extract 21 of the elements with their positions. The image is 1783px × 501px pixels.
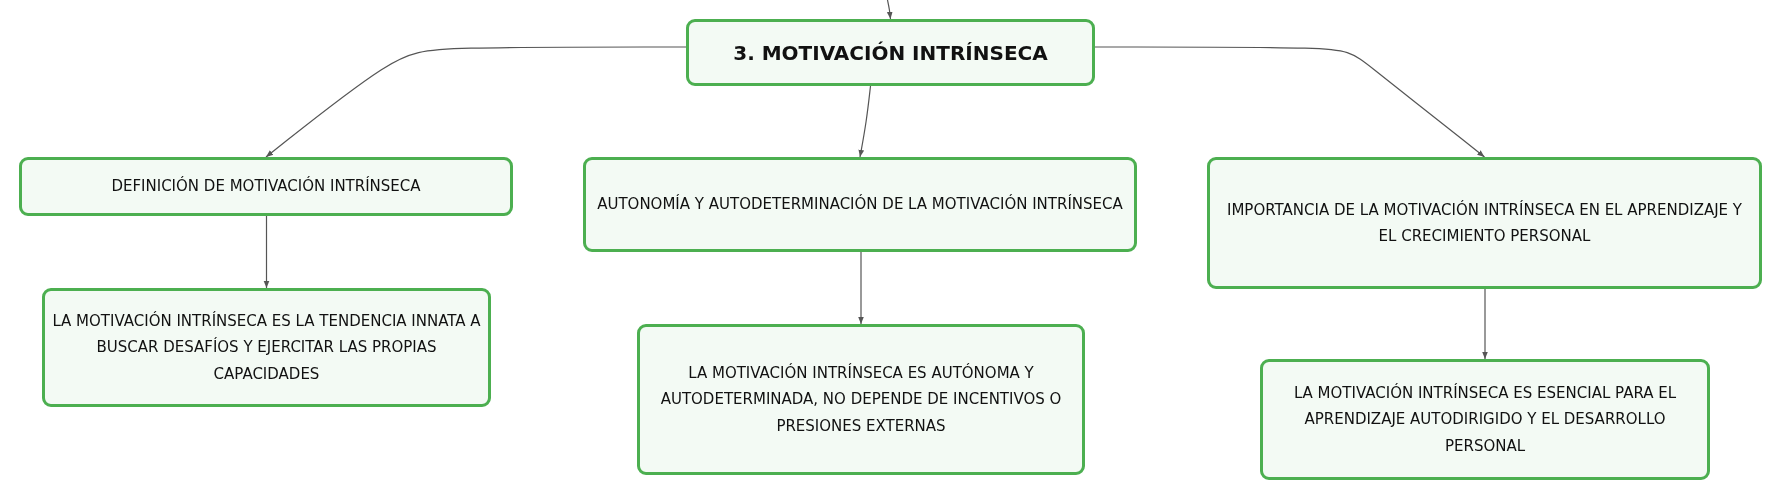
concept-box (42, 288, 491, 407)
connector-arrow (1094, 46, 1486, 158)
connector-arrow (858, 85, 872, 158)
node-text: LA MOTIVACIÓN INTRÍNSECA ES LA TENDENCIA INNATA A BUSCAR DESAFÍOS Y EJERCITAR LAS PROPIAS CAPACIDADES (51, 310, 482, 385)
connector-arrow (265, 46, 687, 158)
node-text: AUTONOMÍA Y AUTODETERMINACIÓN DE LA MOTIVACIÓN INTRÍNSECA (597, 193, 1123, 216)
node-text: IMPORTANCIA DE LA MOTIVACIÓN INTRÍNSECA EN EL APRENDIZAJE Y EL CRECIMIENTO PERSONAL (1226, 199, 1743, 247)
node-text: LA MOTIVACIÓN INTRÍNSECA ES ESENCIAL PARA EL APRENDIZAJE AUTODIRIGIDO Y EL DESARROLLO PERSONAL (1292, 382, 1678, 457)
concept-box (1260, 359, 1710, 480)
connector-arrow (858, 251, 864, 325)
concept-box (637, 324, 1085, 475)
concept-box (1207, 157, 1762, 289)
node-text: LA MOTIVACIÓN INTRÍNSECA ES AUTÓNOMA Y AUTODETERMINADA, NO DEPENDE DE INCENTIVOS O PRESIONES EXTERNAS (659, 362, 1063, 437)
concept-box (583, 157, 1137, 252)
node-text: DEFINICIÓN DE MOTIVACIÓN INTRÍNSECA (111, 175, 421, 198)
title-box (686, 19, 1095, 86)
concept-box (19, 157, 513, 216)
connector-arrow (1482, 288, 1488, 360)
connector-arrow (886, 0, 893, 20)
node-text: 3. MOTIVACIÓN INTRÍNSECA (733, 40, 1048, 65)
connector-arrow (263, 215, 270, 289)
